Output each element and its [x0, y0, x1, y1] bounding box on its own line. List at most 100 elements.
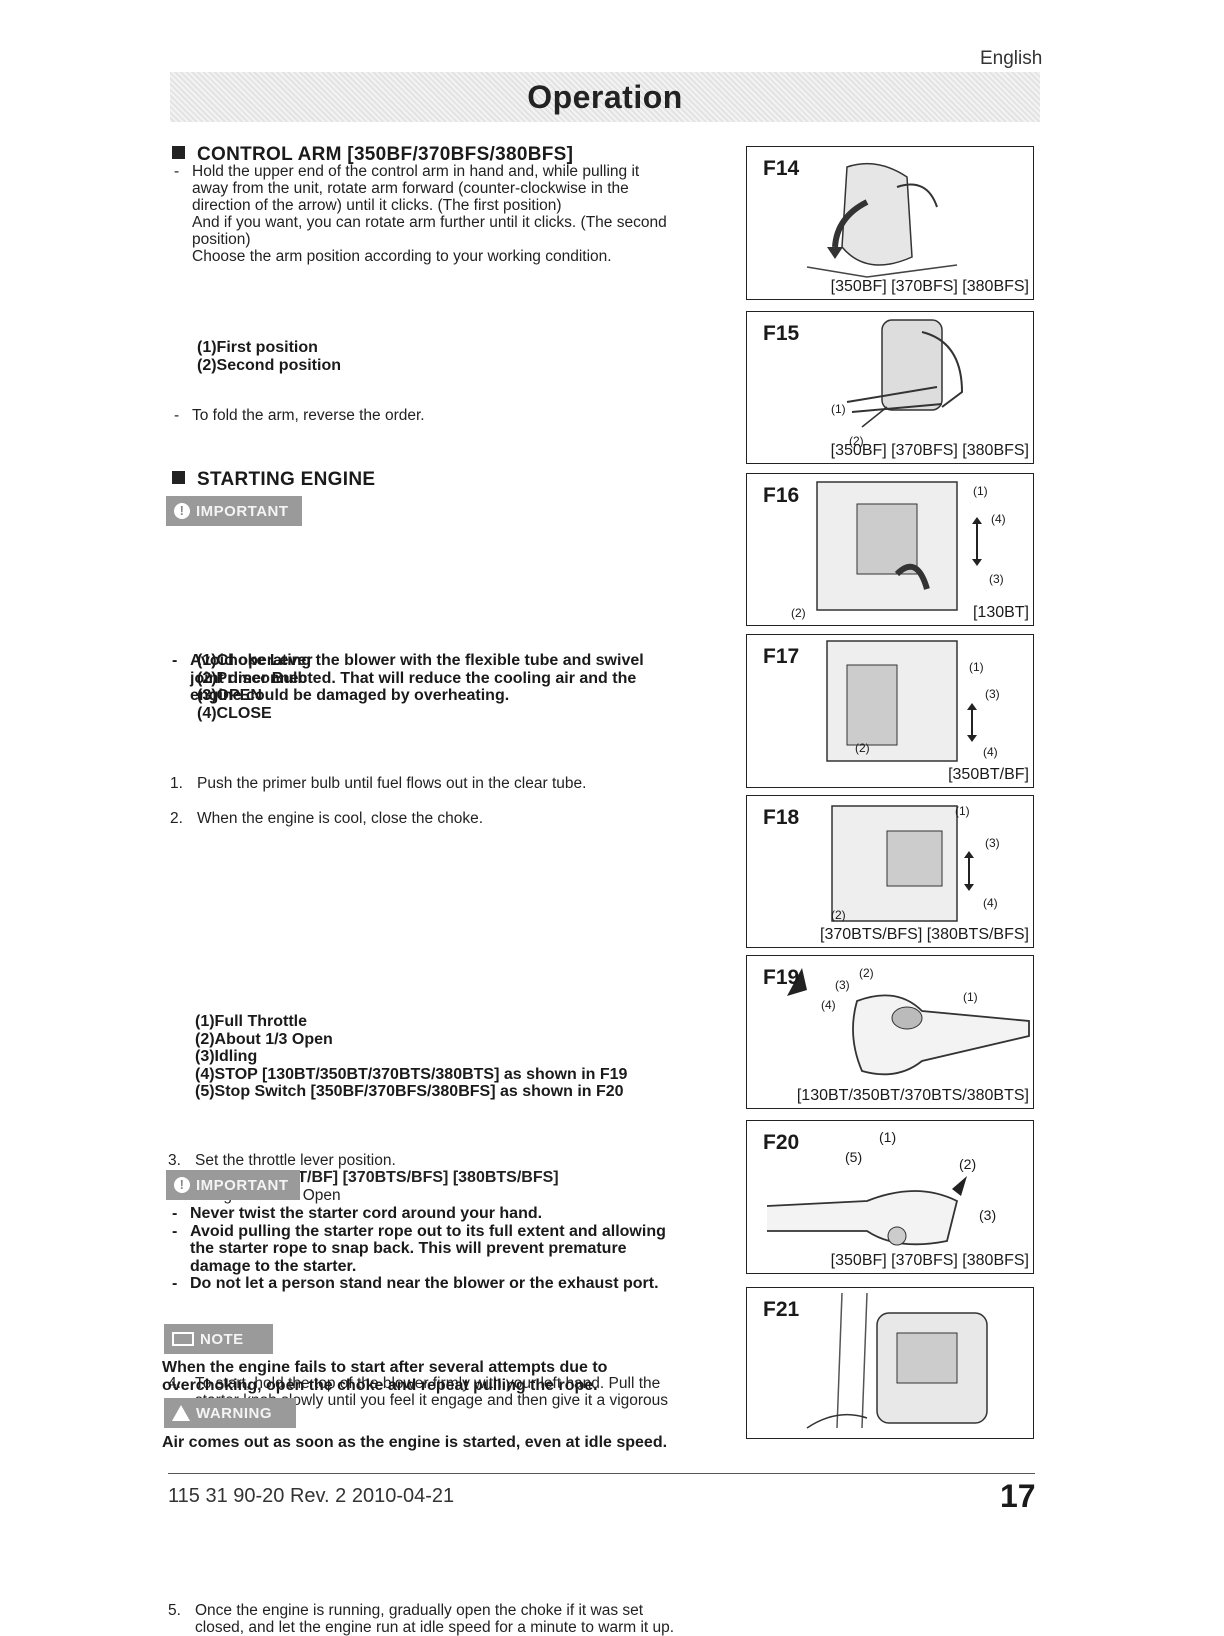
figure-f15-illustration [846, 319, 964, 428]
callout-label: (3) [989, 572, 1004, 586]
list-item: (2)Primer Bulb [197, 669, 308, 687]
text-line: away from the unit, rotate arm forward (… [192, 180, 629, 197]
text-line: joint disconnected. That will reduce the… [190, 669, 637, 687]
text-line: overchoking, open the choke and repeat p… [162, 1376, 598, 1394]
figure-caption: [350BF] [370BFS] [380BFS] [830, 442, 1029, 459]
starting-engine-heading: STARTING ENGINE [172, 469, 375, 491]
list-item: (1)Full Throttle [195, 1013, 307, 1030]
starting-engine-heading-text: STARTING ENGINE [197, 469, 376, 490]
callout-label: (4) [983, 745, 998, 759]
list-item: Avoid pulling the starter rope out to it… [172, 1223, 712, 1276]
text-line: starter knob slowly until you feel it en… [195, 1391, 669, 1409]
arm-positions-list: (1)First position (2)Second position [197, 339, 341, 374]
warning-text-content: Air comes out as soon as the engine is s… [162, 1434, 668, 1451]
figure-f16-illustration [816, 481, 982, 611]
callout-label: (1) [831, 402, 846, 416]
callout-label: (1) [963, 990, 978, 1004]
figure-id: F17 [763, 645, 800, 668]
figure-f21-illustration [806, 1292, 988, 1429]
text-line: engine could be damaged by overheating. [190, 687, 510, 704]
language-label: English [980, 48, 1043, 69]
warning-badge-label: WARNING [196, 1404, 272, 1422]
callout-label: (3) [985, 687, 1000, 701]
list-item: (1)Choke Lever [197, 652, 313, 669]
note-text: When the engine fails to start after sev… [162, 1359, 722, 1394]
step-2-text: When the engine is cool, close the choke… [197, 809, 484, 827]
figure-f18: F18 (1) (3) (4) (2) [370BTS/BFS] [380BTS… [746, 795, 1034, 948]
callout-label: (1) [955, 804, 970, 818]
text-line: Avoid operating the blower with the flex… [190, 652, 644, 669]
callout-label: (2) [849, 434, 864, 448]
figure-f15: F15 (1) (2) [350BF] [370BFS] [380BFS] [746, 311, 1034, 464]
important-badge-label: IMPORTANT [196, 1176, 289, 1194]
figure-id: F19 [763, 966, 800, 989]
callout-label: (4) [983, 896, 998, 910]
callout-label: (3) [979, 1207, 997, 1223]
callout-label: (4) [991, 512, 1006, 526]
figure-f20: F20 (1) (5) (2) (3) [350BF] [370BFS] [38… [746, 1120, 1034, 1274]
text-line: closed, and let the engine run at idle s… [195, 1618, 675, 1636]
text-line: direction of the arrow) until it clicks.… [192, 197, 562, 214]
figure-caption: [130BT/350BT/370BTS/380BTS] [796, 1087, 1029, 1104]
figure-f14-illustration [806, 162, 958, 278]
figure-id: F20 [763, 1131, 800, 1154]
section-banner: Operation [170, 72, 1040, 122]
bullet-square-icon [172, 146, 185, 159]
list-item: (2)Second position [197, 356, 341, 374]
list-item: (3)Idling [195, 1048, 258, 1065]
warning-badge: WARNING [164, 1398, 296, 1428]
step-2: 2.When the engine is cool, close the cho… [170, 809, 484, 827]
figure-f17: F17 (1) (3) (4) (2) [350BT/BF] [746, 634, 1034, 788]
figure-f19-illustration [787, 968, 1030, 1076]
control-arm-heading: CONTROL ARM [350BF/370BFS/380BFS] [172, 144, 573, 166]
note-badge: NOTE [164, 1324, 273, 1354]
step-3-text: Set the throttle lever position. [195, 1151, 396, 1169]
document-number: 115 31 90-20 Rev. 2 2010-04-21 [168, 1485, 455, 1507]
callout-label: (4) [821, 998, 836, 1012]
figure-f16: F16 (1) (4) (3) (2) [130BT] [746, 473, 1034, 626]
footer-divider [168, 1473, 1035, 1474]
text-line: position) [192, 231, 251, 248]
list-item: (4)CLOSE [197, 704, 272, 722]
callout-label: (1) [973, 484, 988, 498]
control-arm-paragraph: Hold the upper end of the control arm in… [174, 163, 752, 265]
figure-caption: [370BTS/BFS] [380BTS/BFS] [820, 926, 1029, 943]
text-line: Once the engine is running, gradually op… [195, 1601, 644, 1619]
bullet-square-icon [172, 471, 185, 484]
callout-label: (2) [791, 606, 806, 620]
warning-text: Air comes out as soon as the engine is s… [162, 1434, 742, 1452]
important-badge-label: IMPORTANT [196, 502, 289, 520]
list-item: (4)STOP [130BT/350BT/370BTS/380BTS] as s… [195, 1065, 628, 1083]
exclamation-icon: ! [174, 503, 190, 519]
list-item: Do not let a person stand near the blowe… [172, 1275, 712, 1293]
list-item: (2)About 1/3 Open [195, 1030, 333, 1048]
warning-triangle-icon [172, 1405, 190, 1421]
list-item: (1)First position [197, 339, 318, 356]
important-text: Avoid operating the blower with the flex… [172, 652, 730, 705]
choke-parts-list: (1)Choke Lever (2)Primer Bulb (3)OPEN (4… [197, 652, 313, 722]
text-line: Choose the arm position according to you… [192, 248, 612, 265]
figure-f14: F14 [350BF] [370BFS] [380BFS] [746, 146, 1034, 300]
figure-f21: F21 [746, 1287, 1034, 1439]
callout-label: (2) [831, 908, 846, 922]
figure-f17-illustration [826, 640, 977, 762]
control-arm-heading-text: CONTROL ARM [350BF/370BFS/380BFS] [197, 144, 574, 165]
fold-arm-text: To fold the arm, reverse the order. [174, 407, 1224, 424]
callout-label: (2) [959, 1156, 977, 1172]
figure-id: F21 [763, 1298, 800, 1321]
book-icon [172, 1332, 194, 1346]
fold-arm-text-content: To fold the arm, reverse the order. [192, 407, 425, 424]
callout-label: (5) [845, 1149, 863, 1165]
figure-f19: F19 (3) (2) (4) (1) [130BT/350BT/370BTS/… [746, 955, 1034, 1109]
step-1-text: Push the primer bulb until fuel flows ou… [197, 774, 587, 792]
text-line: And if you want, you can rotate arm furt… [192, 214, 667, 231]
list-item: (5)Stop Switch [350BF/370BFS/380BFS] as … [195, 1083, 624, 1100]
figure-caption: [350BT/BF] [948, 766, 1029, 783]
figure-caption: [130BT] [972, 604, 1029, 621]
important-2-list: Never twist the starter cord around your… [172, 1205, 712, 1293]
list-item: Never twist the starter cord around your… [172, 1205, 712, 1223]
note-badge-label: NOTE [200, 1330, 244, 1348]
figure-id: F15 [763, 322, 800, 345]
figure-caption: [350BF] [370BFS] [380BFS] [830, 1252, 1029, 1269]
callout-label: (3) [835, 978, 850, 992]
